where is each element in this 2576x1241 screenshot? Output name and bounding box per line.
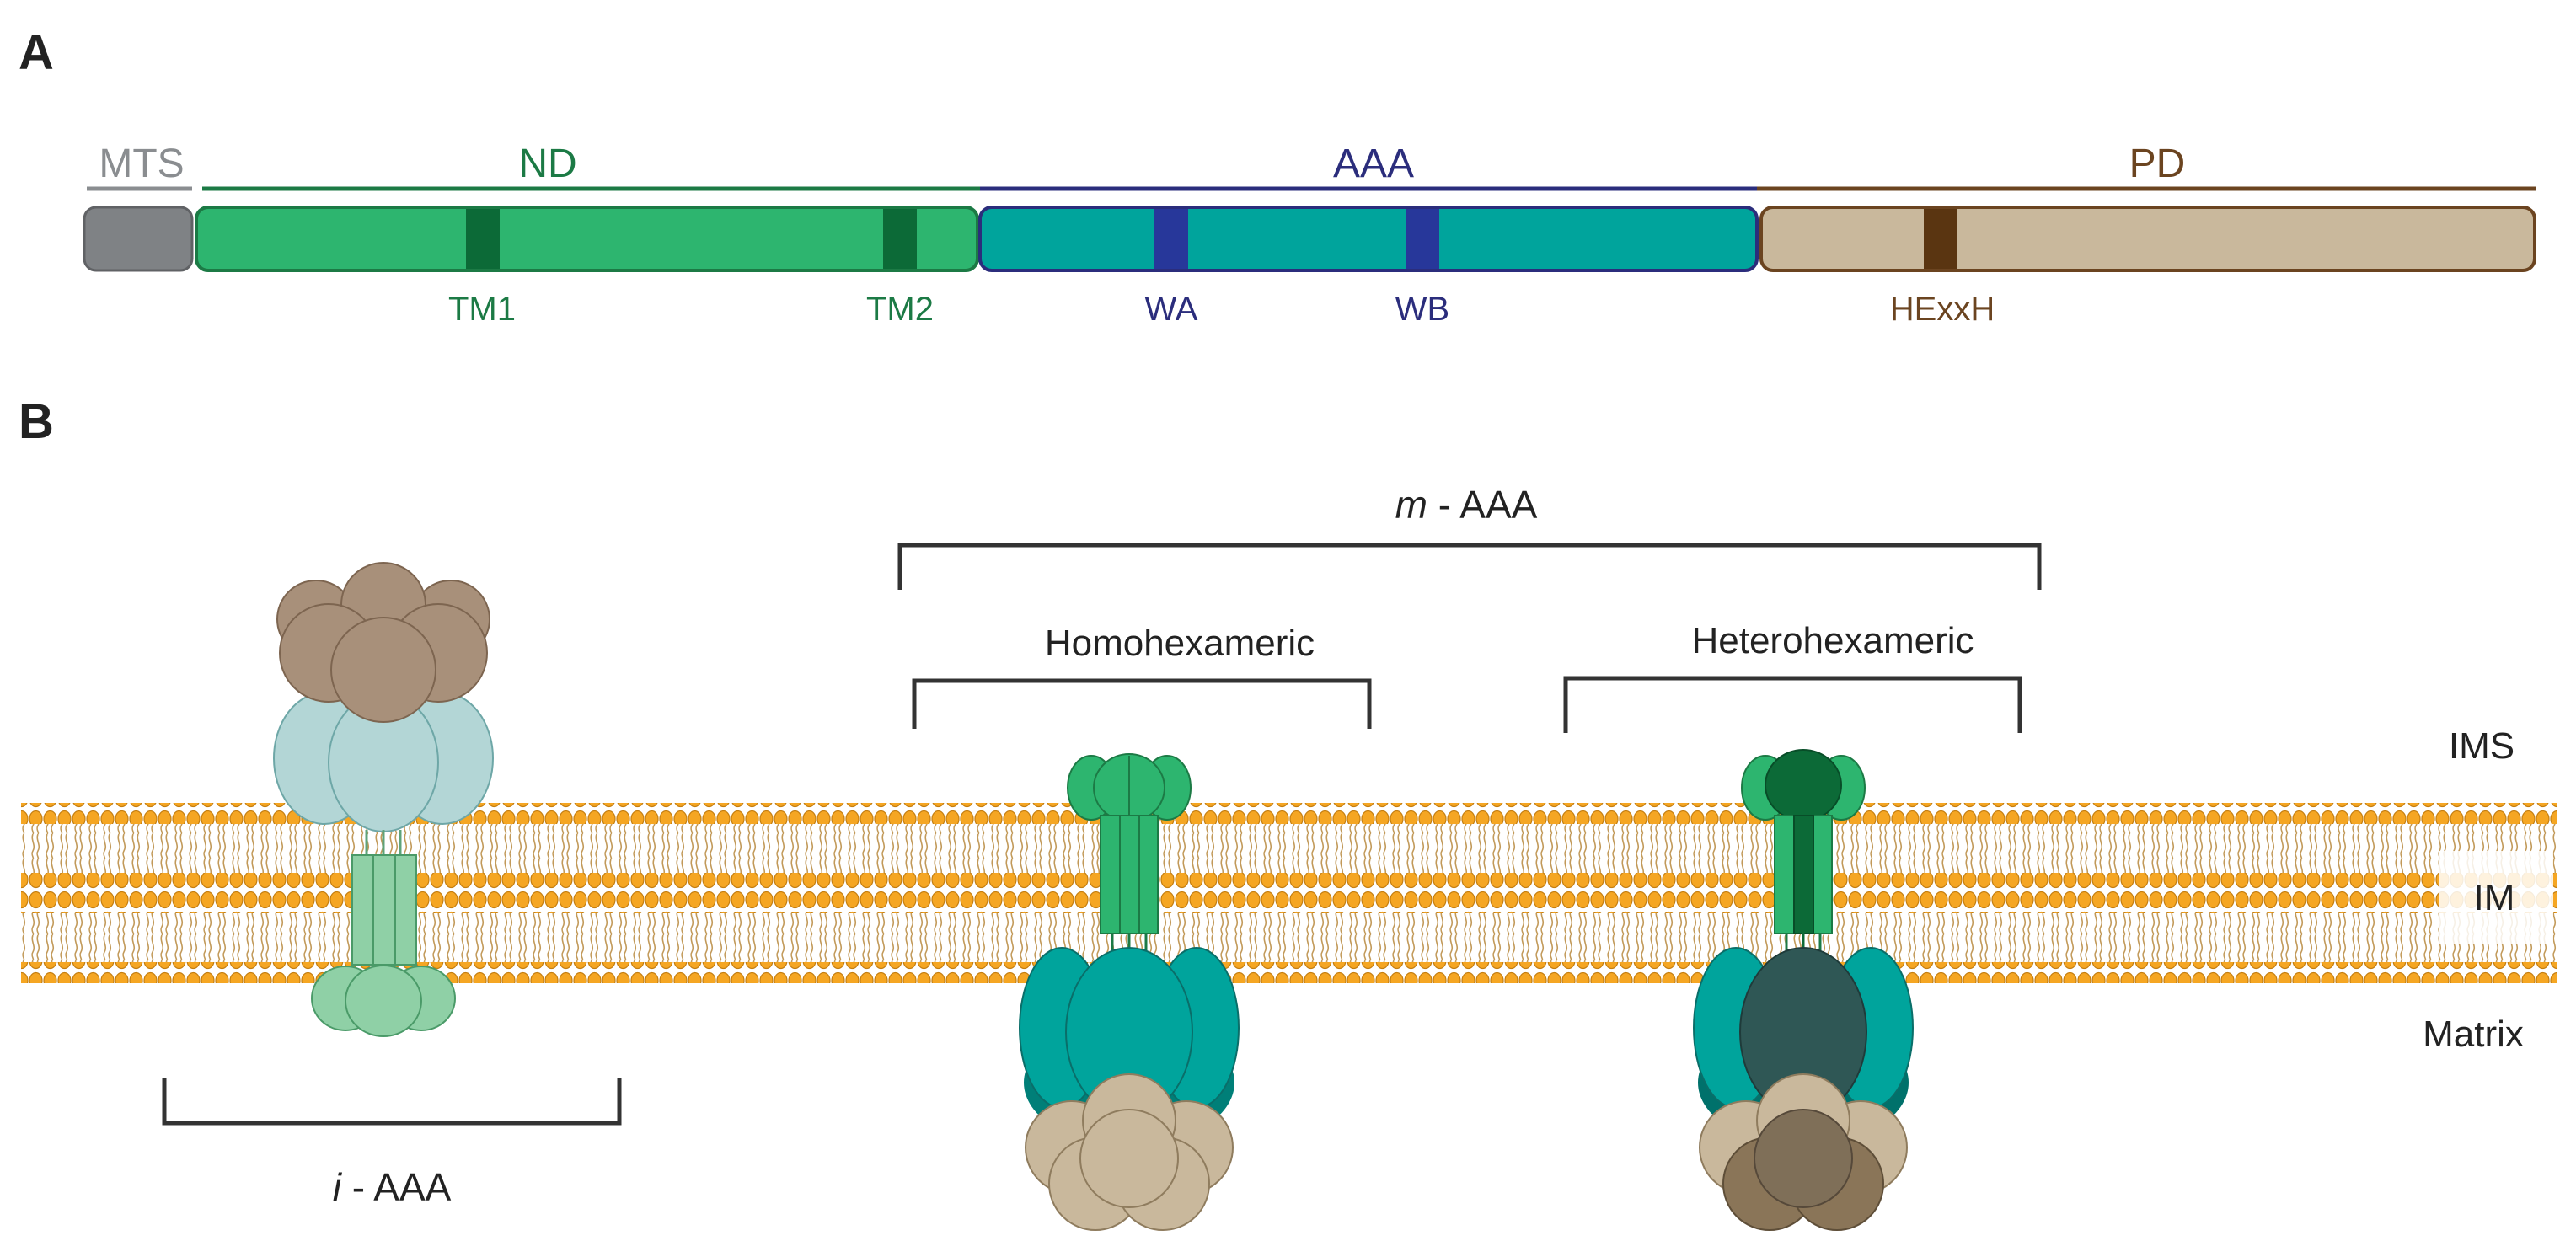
i-aaa-rest: - AAA [341, 1165, 452, 1209]
homo-tm-bundle [1100, 815, 1159, 934]
nd-label: ND [518, 142, 576, 186]
nd-domain-bar [195, 206, 979, 272]
ims-label: IMS [2449, 725, 2514, 767]
i-aaa-nd-ring-center [345, 965, 422, 1037]
hetero-pd-ring-center [1754, 1109, 1853, 1208]
i-aaa-label: i - AAA [333, 1165, 452, 1209]
homohexameric-bracket [912, 678, 1372, 729]
panel-b-letter: B [19, 394, 54, 449]
i-aaa-italic: i [333, 1165, 343, 1209]
m-aaa-italic: m [1395, 483, 1427, 527]
m-aaa-rest: - AAA [1427, 483, 1538, 527]
tm1-motif [466, 209, 500, 269]
hetero-tm-dark-helix [1793, 815, 1814, 934]
aaa-label: AAA [1333, 142, 1414, 186]
membrane-mid-heads-upper [21, 873, 2557, 893]
homohexameric-label: Homohexameric [1045, 623, 1315, 664]
heterohexameric-bracket [1563, 676, 2022, 733]
wa-motif [1154, 209, 1188, 269]
inner-membrane [21, 803, 2557, 983]
pd-label: PD [2129, 142, 2186, 186]
wb-motif [1406, 209, 1439, 269]
mts-domain-bar [83, 206, 194, 272]
hexxh-motif [1924, 209, 1957, 269]
aaa-domain-bar [978, 206, 1759, 272]
membrane-upper-tails [21, 824, 2557, 873]
im-label-backdrop [2439, 851, 2553, 944]
hetero-nd-cap-center [1765, 749, 1842, 821]
i-aaa-complex [273, 562, 494, 1037]
tm1-label: TM1 [448, 291, 516, 328]
mts-label: MTS [99, 142, 184, 186]
pd-domain-bar [1759, 206, 2536, 272]
i-aaa-pd-ring-front-center [330, 617, 436, 723]
homohexameric-m-aaa-complex [1019, 753, 1240, 1231]
wa-label: WA [1145, 291, 1198, 328]
homo-pd-ring-center [1079, 1109, 1179, 1208]
panel-a-letter: A [19, 25, 54, 80]
im-label: IM [2474, 877, 2515, 918]
heterohexameric-m-aaa-complex [1693, 749, 1914, 1231]
membrane-lower-tails [21, 913, 2557, 962]
i-aaa-tm-bundle [351, 854, 417, 966]
heterohexameric-label: Heterohexameric [1691, 620, 1974, 661]
matrix-label: Matrix [2423, 1014, 2524, 1055]
hexxh-label: HExxH [1890, 291, 1995, 328]
wb-label: WB [1395, 291, 1449, 328]
membrane-mid-heads-lower [21, 893, 2557, 913]
m-aaa-label: m - AAA [1395, 483, 1538, 527]
tm2-label: TM2 [866, 291, 934, 328]
m-aaa-bracket [897, 543, 2042, 590]
tm2-motif [883, 209, 917, 269]
i-aaa-bracket [162, 1078, 622, 1126]
